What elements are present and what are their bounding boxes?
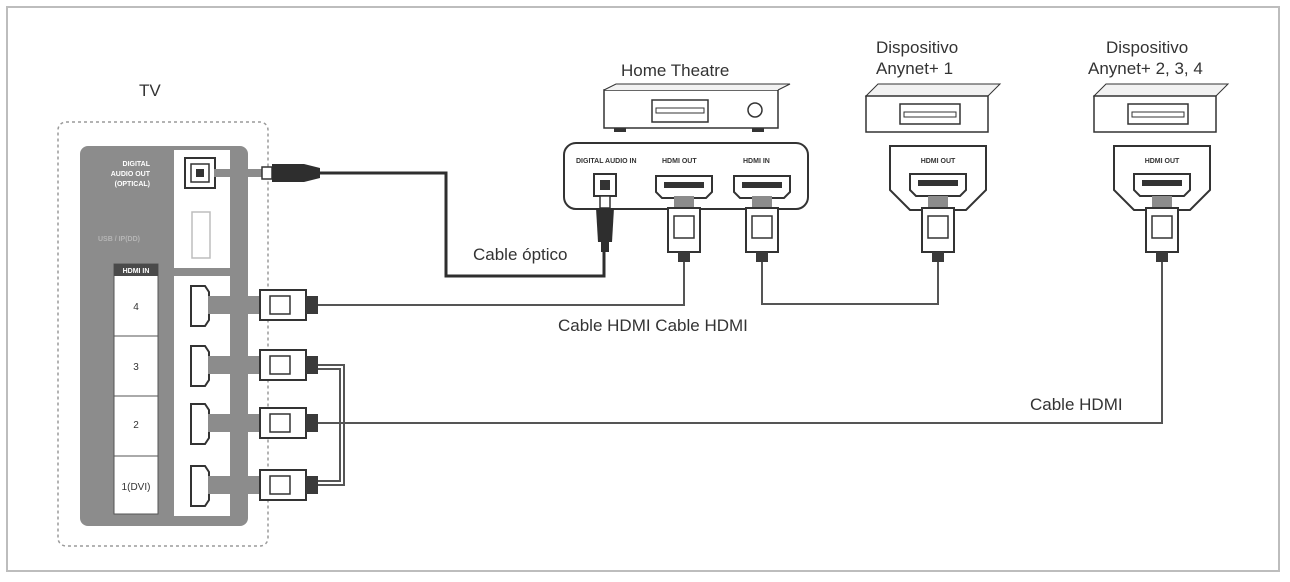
digital-audio-label-2: AUDIO OUT [111,171,151,178]
tv-usb-port [191,211,211,259]
digital-audio-label-1: DIGITAL [123,161,151,168]
ht-digital-audio-in-label: DIGITAL AUDIO IN [576,158,637,165]
device1-port-panel: HDMI OUT [889,145,987,211]
ht-hdmi-in-plug [745,196,779,262]
hdmi-cable-tv4-to-ht [318,262,685,306]
hdmi-port-label-3: 3 [133,362,139,373]
hdmi-in-header: HDMI IN [123,268,150,275]
hdmi-in-header-bg [114,264,158,276]
anynet-device-1 [864,83,1002,133]
home-theatre-port-panel: DIGITAL AUDIO IN HDMI OUT HDMI IN [563,142,809,210]
tv-hdmi-port-2 [190,403,210,445]
device2-label-line1: Dispositivo [1106,38,1188,57]
digital-audio-label-3: (OPTICAL) [115,181,150,188]
device2-hdmi-plug [1145,196,1179,262]
hdmi-port-label-2: 2 [133,420,139,431]
hdmi-port-label-1: 1(DVI) [122,482,151,493]
tv-label: TV [139,81,161,100]
hdmi-in-box [113,263,159,515]
device1-label-line2: Anynet+ 1 [876,59,953,78]
home-theatre-unit [603,83,791,132]
tv-hdmi-plug-4 [208,289,318,321]
tv-hdmi-plug-2 [208,407,318,439]
hdmi-cable-bridge-outer [318,364,345,486]
tv-hdmi-port-1 [190,465,210,507]
tv-hdmi-port-3 [190,345,210,387]
usb-label: USB / IP(DD) [98,236,140,243]
device1-hdmi-out-label: HDMI OUT [921,158,956,165]
anynet-device-2 [1092,83,1230,133]
ht-optical-plug [596,195,614,252]
device2-hdmi-out-label: HDMI OUT [1145,158,1180,165]
ht-hdmi-out-plug [667,196,701,262]
optical-cable [318,171,606,278]
device1-label-line1: Dispositivo [876,38,958,57]
ht-hdmi-in-label: HDMI IN [743,158,770,165]
tv-outline [57,121,269,547]
hdmi-cable-tv2-to-device2 [318,262,1163,424]
tv-hdmi-plug-3 [208,349,318,381]
optical-cable-label: Cable óptico [473,245,568,264]
tv-hdmi-port-4 [190,285,210,327]
tv-optical-plug [214,164,320,182]
device2-label-line2: Anynet+ 2, 3, 4 [1088,59,1203,78]
device2-port-panel: HDMI OUT [1113,145,1211,211]
device1-hdmi-plug [921,196,955,262]
hdmi-cables-middle-label: Cable HDMI Cable HDMI [558,316,748,335]
home-theatre-label: Home Theatre [621,61,729,80]
hdmi-cable-right-label: Cable HDMI [1030,395,1123,414]
hdmi-cable-ht-to-device1 [761,262,939,305]
hdmi-port-label-4: 4 [133,302,139,313]
tv-hdmi-plug-1 [208,469,318,501]
ht-hdmi-out-label: HDMI OUT [662,158,697,165]
